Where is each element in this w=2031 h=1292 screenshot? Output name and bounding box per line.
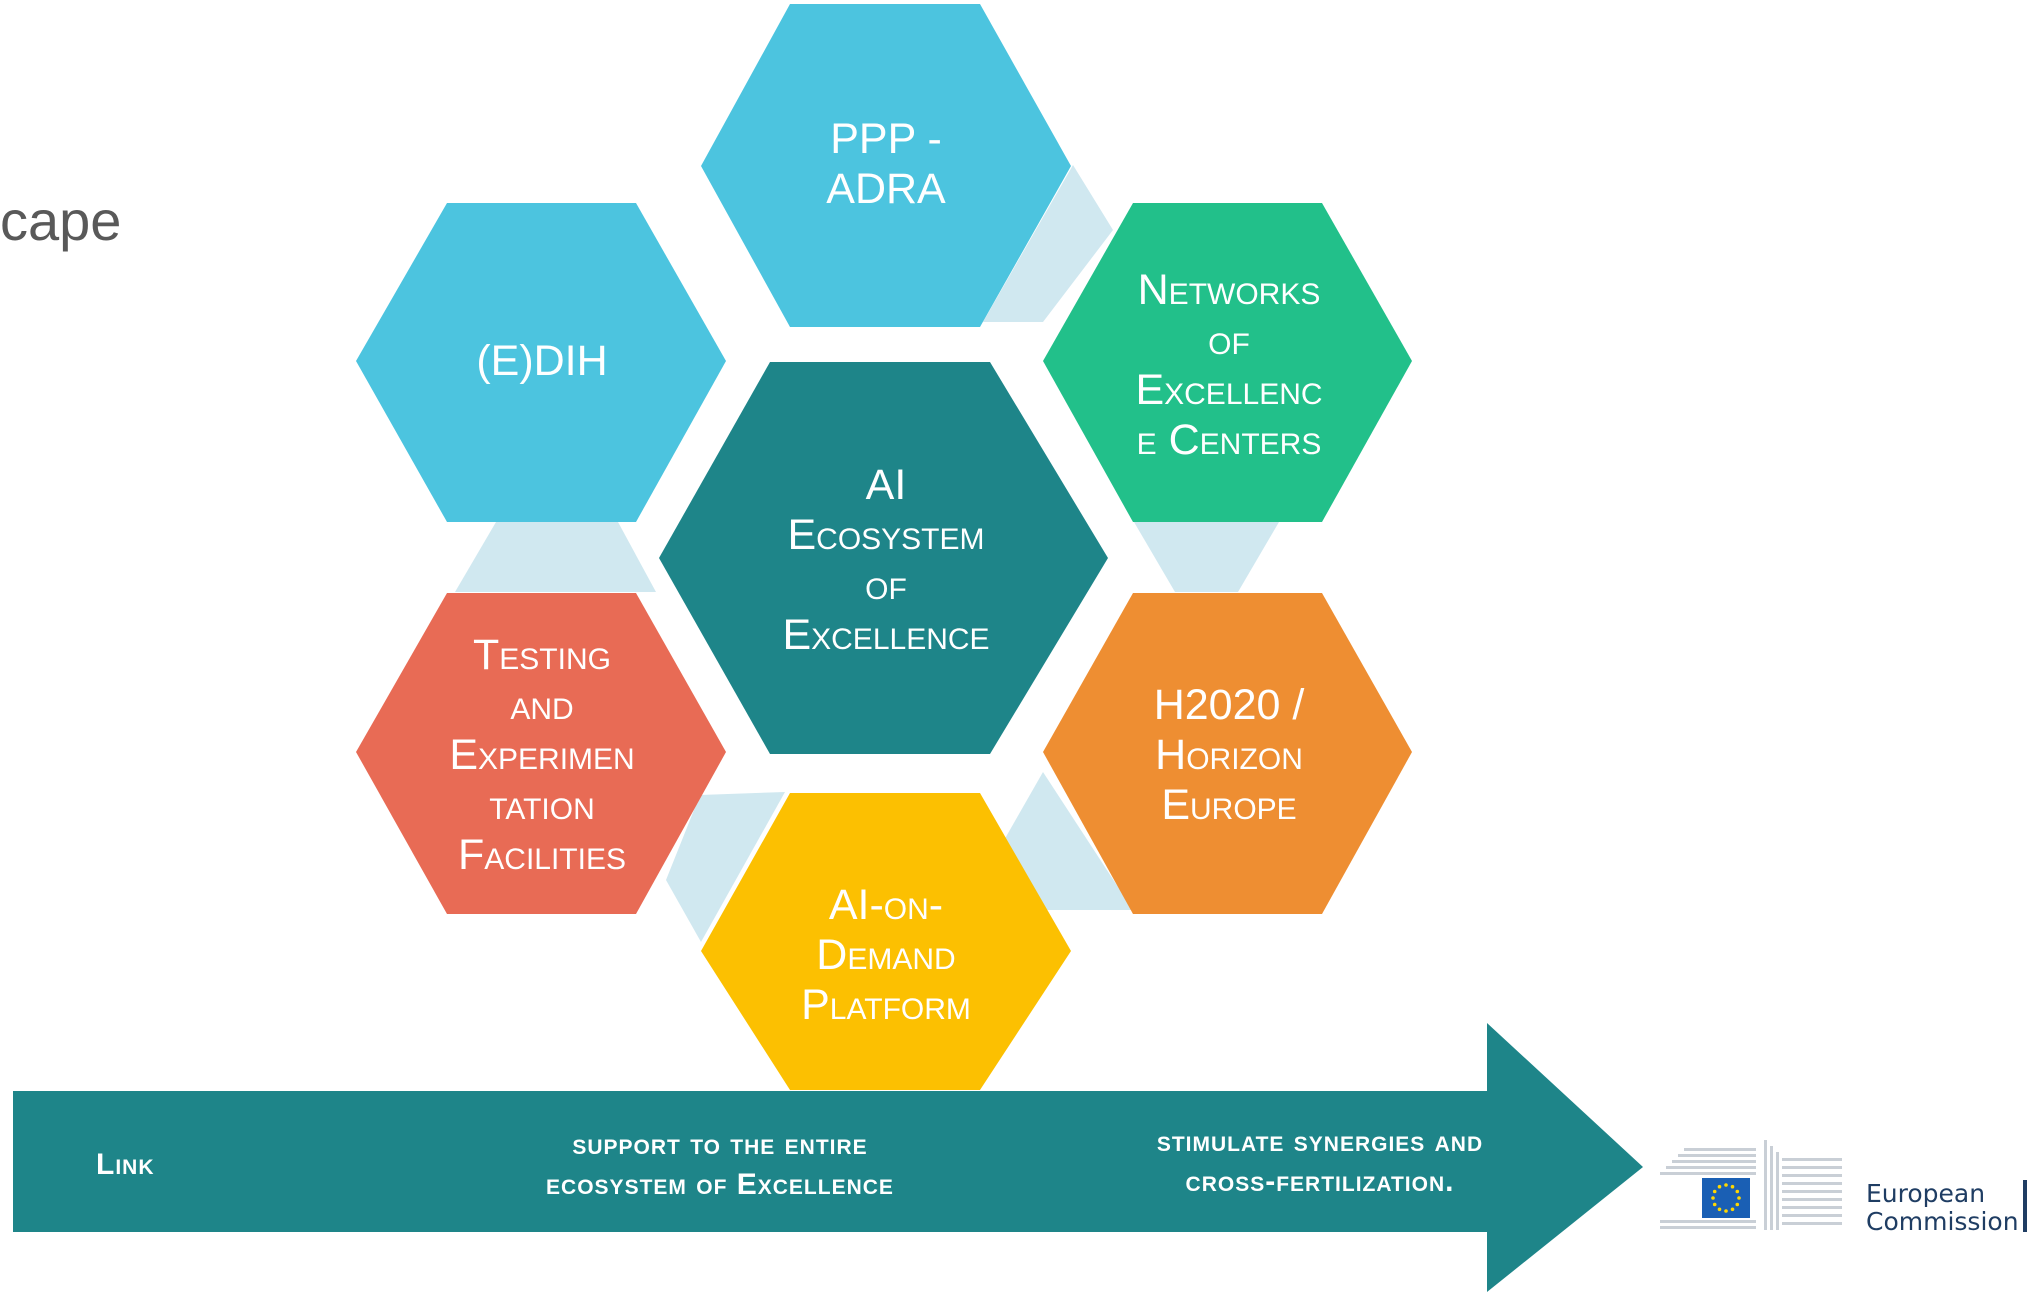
logo-divider [2023, 1180, 2027, 1232]
connectors [455, 165, 1279, 942]
connector-testing-edih [455, 522, 656, 592]
logo-text-commission: Commission [1866, 1207, 2019, 1236]
eu-star [1712, 1189, 1717, 1194]
eu-stars [1711, 1183, 1741, 1213]
connector-h2020-aiondemand [1003, 772, 1133, 910]
eu-star [1724, 1183, 1728, 1187]
arrow-label-stimulate: stimulate synergies and cross-fertilizat… [1156, 1125, 1484, 1198]
european-commission-logo [1660, 1140, 2027, 1232]
connector-aiondemand-testing [666, 792, 785, 942]
hex-ai-ecosystem [659, 362, 1108, 754]
eu-star [1737, 1196, 1741, 1200]
hex-label-ai-on-demand: AI-on- Demand Platform [801, 881, 971, 1029]
connector-networks-h2020 [1134, 522, 1279, 592]
hex-label-ai-ecosystem: AI Ecosystem of Excellence [782, 461, 990, 659]
hex-label-testing: Testing and Experimen tation Facilities [449, 631, 635, 879]
hex-ppp-adra [701, 4, 1071, 327]
eu-star [1735, 1189, 1740, 1194]
hex-label-h2020: H2020 / Horizon Europe [1153, 681, 1305, 829]
hex-networks [1043, 203, 1412, 522]
hex-label-edih: (E)DIH [476, 337, 608, 385]
page-title-fragment: cape [0, 189, 122, 252]
logo-text-european: European [1866, 1179, 1986, 1208]
arrow-shape [13, 1023, 1643, 1292]
eu-star [1730, 1184, 1735, 1189]
arrow-label-support: support to the entire ecosystem of Excel… [546, 1128, 894, 1201]
eu-star [1717, 1184, 1722, 1189]
eu-star [1730, 1207, 1735, 1212]
eu-star [1724, 1209, 1728, 1213]
hex-testing [356, 593, 726, 914]
arrow-label-link: Link [96, 1148, 155, 1181]
hex-label-networks: Networks of Excellenc e Centers [1135, 266, 1323, 464]
eu-star [1711, 1196, 1715, 1200]
eu-star [1735, 1202, 1740, 1207]
eu-star [1712, 1202, 1717, 1207]
eu-star [1717, 1207, 1722, 1212]
building-lines [1660, 1140, 1842, 1230]
hex-label-ppp-adra: PPP - ADRA [826, 115, 946, 213]
hex-ai-on-demand [701, 793, 1071, 1090]
hex-h2020 [1043, 593, 1412, 914]
hex-edih [356, 203, 726, 522]
connector-ppp-networks [983, 165, 1113, 322]
